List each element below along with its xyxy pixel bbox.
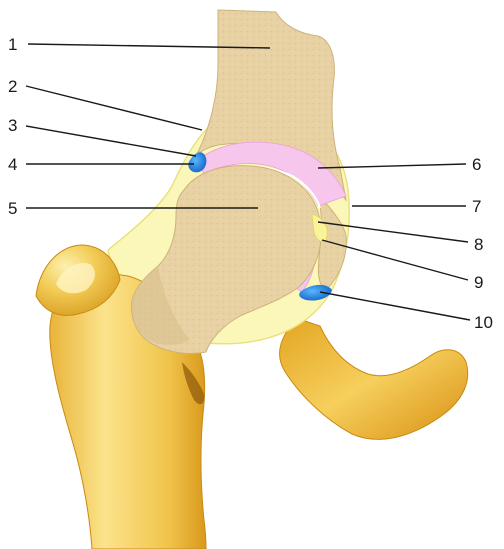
leader-line-3 (26, 126, 196, 156)
leader-line-10 (320, 292, 470, 320)
leader-line-2 (26, 86, 202, 130)
label-7: 7 (472, 197, 481, 216)
label-9: 9 (474, 273, 483, 292)
label-3: 3 (8, 116, 17, 135)
label-6: 6 (472, 155, 481, 174)
label-2: 2 (8, 77, 17, 96)
label-8: 8 (474, 235, 483, 254)
label-1: 1 (8, 35, 17, 54)
pubic-ramus (280, 318, 468, 439)
label-4: 4 (8, 155, 17, 174)
label-10: 10 (474, 313, 493, 332)
label-5: 5 (8, 199, 17, 218)
